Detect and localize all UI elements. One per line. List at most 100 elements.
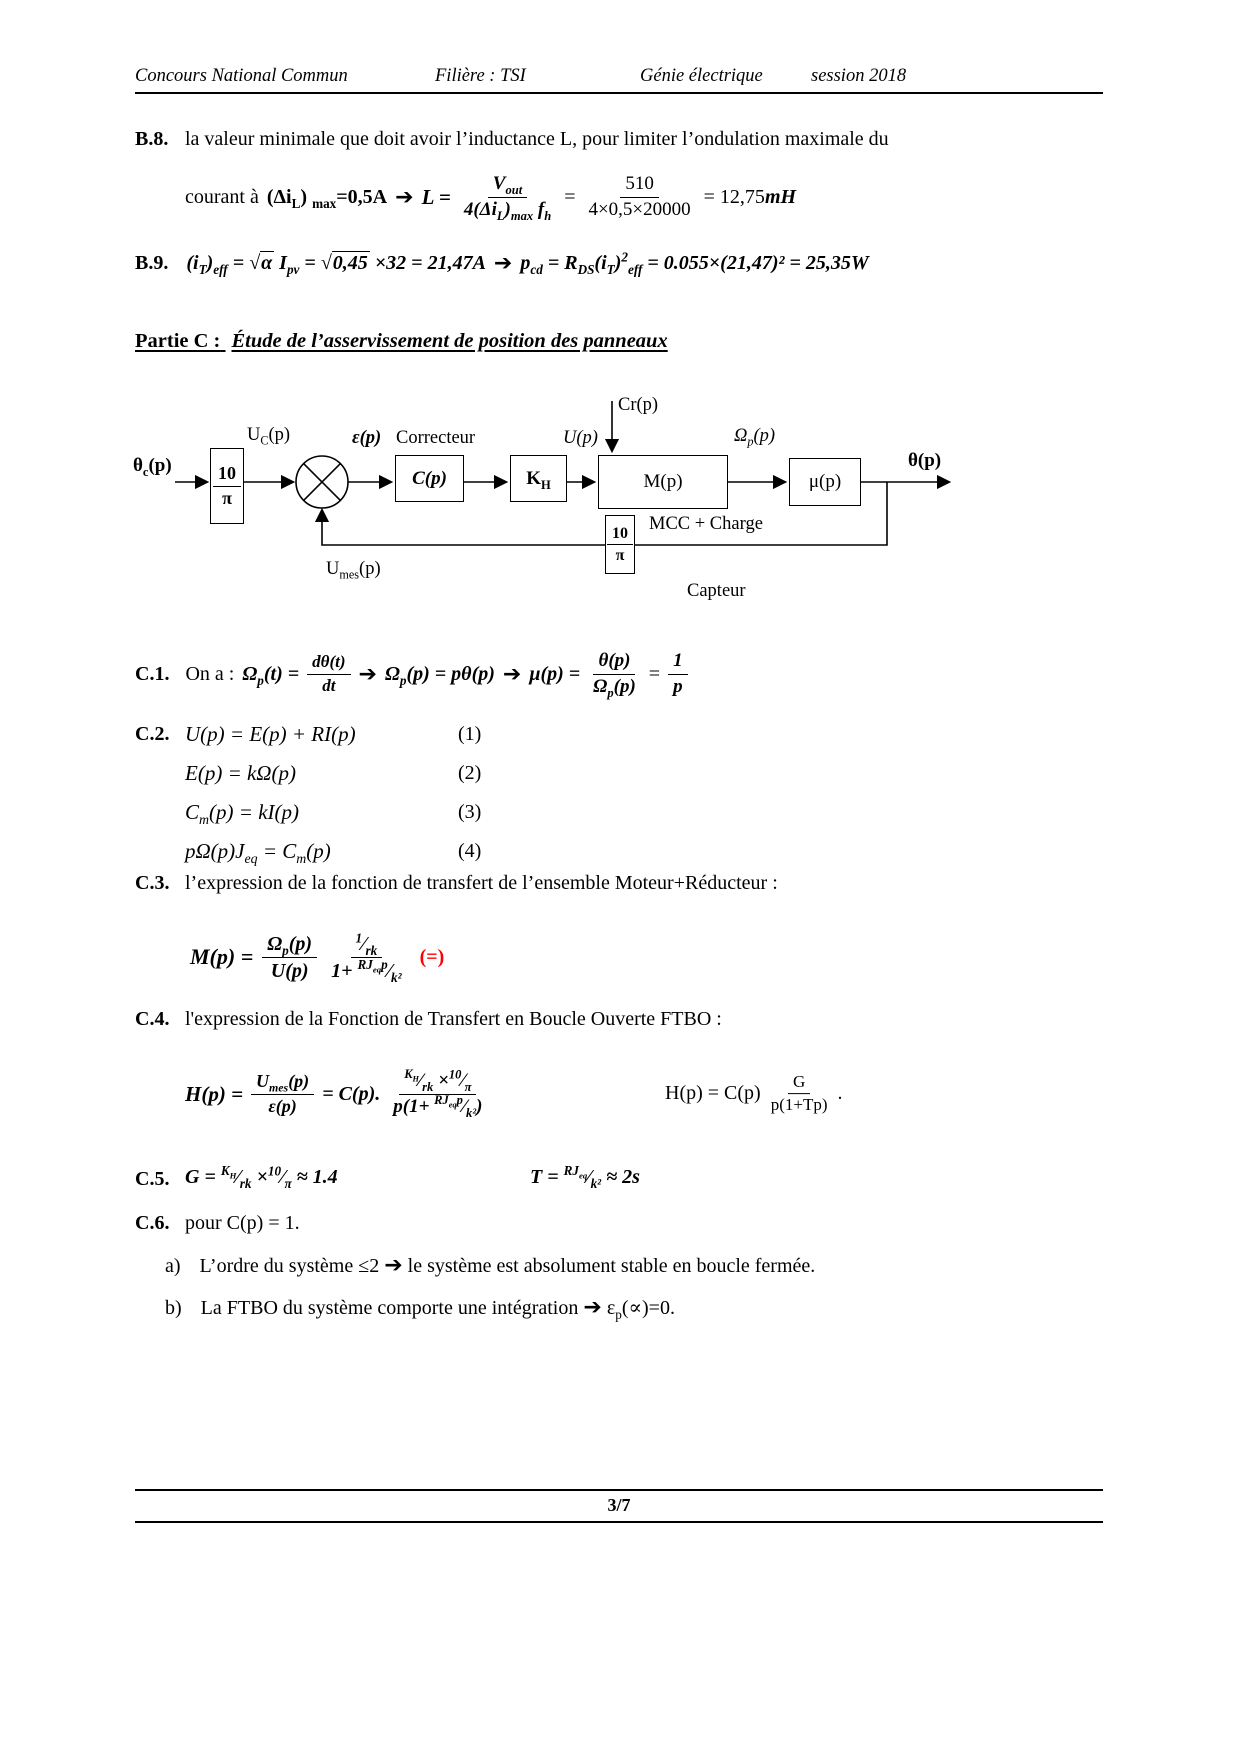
c2-equation-2: E(p) = kΩ(p) xyxy=(185,761,296,785)
c5-time-constant-formula: T = RJeq⁄k² ≈ 2s xyxy=(530,1163,640,1191)
page-content: Concours National Commun Filière : TSI G… xyxy=(133,0,1103,1754)
error-signal-label: ε(p) xyxy=(352,428,382,448)
integrator-label: μ(p) xyxy=(808,471,842,492)
input-signal-label: θc(p) xyxy=(133,455,172,479)
c1-intro: On a : xyxy=(185,662,235,685)
umes-signal-label: Umes(p) xyxy=(326,559,381,582)
section-b9: B.9. (iT)eff = √α Ipv = √0,45 ×32 = 21,4… xyxy=(135,240,1103,286)
fraction-denominator: p(1+ RJeqp⁄k²) xyxy=(393,1093,483,1120)
question-label-c2: C.2. xyxy=(135,723,170,745)
fraction-denominator: 4(ΔiL)max fh xyxy=(463,198,552,223)
fraction-denominator: p(1+Tp) xyxy=(770,1095,828,1115)
gain-numerator: 10 xyxy=(213,463,241,487)
equals-sign: = xyxy=(564,185,576,208)
arrow-icon: ➔ xyxy=(395,184,414,210)
fraction-denominator: 4×0,5×20000 xyxy=(588,198,691,220)
arrow-icon: ➔ xyxy=(583,1295,602,1320)
question-label-c6: C.6. xyxy=(135,1212,170,1234)
fraction-denominator: Ωp(p) xyxy=(593,675,636,700)
c6-item-b: b) La FTBO du système comporte une intég… xyxy=(165,1295,675,1322)
b8-result: = 12,75mH xyxy=(703,185,797,208)
kh-block: KH xyxy=(510,455,567,502)
section-c2: C.2. U(p) = E(p) + RI(p) (1) E(p) = kΩ(p… xyxy=(135,720,1103,878)
kh-label: KH xyxy=(526,467,551,492)
diagram-wires xyxy=(175,401,952,546)
sensor-numerator: 10 xyxy=(607,524,633,545)
gain-denominator: π xyxy=(222,487,232,508)
sensor-gain-block: 10 π xyxy=(605,515,635,574)
section-b8: B.8. la valeur minimale que doit avoir l… xyxy=(135,122,1103,234)
c3-formula-line: M(p) = Ωp(p) U(p) 1⁄rk 1+ RJeqp⁄k² (=) xyxy=(190,912,444,1002)
section-c3: C.3. l’expression de la fonction de tran… xyxy=(135,872,1103,1007)
input-gain-block: 10 π xyxy=(210,448,244,524)
item-b-conclusion: εp(∝)=0. xyxy=(601,1297,675,1322)
b8-fraction-symbolic: Vout 4(ΔiL)max fh xyxy=(459,173,556,222)
arrow-icon: ➔ xyxy=(384,1253,403,1278)
c6-text: pour C(p) = 1. xyxy=(185,1212,300,1234)
equation-row: E(p) = kΩ(p) (2) xyxy=(185,761,685,791)
b8-condition: (ΔiL) max=0,5A xyxy=(266,185,388,211)
correcteur-caption: Correcteur xyxy=(396,428,476,448)
section-c4: C.4. l'expression de la Fonction de Tran… xyxy=(135,1008,1103,1148)
arrow-icon: ➔ xyxy=(493,250,513,276)
c4-main-fraction: KH⁄rk ×10⁄π p(1+ RJeqp⁄k²) xyxy=(388,1068,487,1120)
question-label-c4: C.4. xyxy=(135,1008,170,1030)
b8-text-line1: la valeur minimale que doit avoir l’indu… xyxy=(185,128,889,150)
equation-row: U(p) = E(p) + RI(p) (1) xyxy=(185,722,685,752)
fraction-numerator: 1 xyxy=(668,650,688,675)
b9-formula-power: pcd = RDS(iT)2eff = 0.055×(21,47)² = 25,… xyxy=(520,248,869,277)
disturbance-label: Cr(p) xyxy=(618,395,659,415)
b8-text-line2: courant à xyxy=(185,185,259,208)
c3-red-check-mark: (=) xyxy=(419,945,445,968)
c5-gain-formula: G = KH⁄rk ×10⁄π ≈ 1.4 xyxy=(185,1163,338,1191)
fraction-numerator: Vout xyxy=(487,173,528,198)
page-number: 3/7 xyxy=(607,1495,631,1515)
fraction-numerator: θ(p) xyxy=(593,650,636,675)
corrector-block: C(p) xyxy=(395,455,464,502)
partie-c-title: Étude de l’asservissement de position de… xyxy=(231,330,668,352)
c2-equation-4: pΩ(p)Jeq = Cm(p) xyxy=(185,839,331,867)
c6-item-a: a) L’ordre du système ≤2 ➔ le système es… xyxy=(165,1253,815,1278)
fraction-numerator: dθ(t) xyxy=(307,652,351,675)
b8-formula-line: courant à (ΔiL) max=0,5A ➔ L = Vout 4(Δi… xyxy=(185,166,796,228)
partie-c-heading: Partie C : Étude de l’asservissement de … xyxy=(135,330,668,353)
item-a-text: L’ordre du système ≤2 xyxy=(199,1255,385,1277)
fraction-denominator: U(p) xyxy=(270,959,309,982)
section-c5: C.5. G = KH⁄rk ×10⁄π ≈ 1.4 T = RJeq⁄k² ≈… xyxy=(135,1156,1103,1208)
fraction-numerator: 510 xyxy=(620,173,659,198)
item-b-label: b) xyxy=(165,1297,182,1319)
section-c6: C.6. pour C(p) = 1. a) L’ordre du systèm… xyxy=(135,1212,1103,1332)
item-b-text: La FTBO du système comporte une intégrat… xyxy=(200,1297,584,1319)
question-label-c3: C.3. xyxy=(135,872,170,894)
c1-derivative-fraction: dθ(t) dt xyxy=(307,652,351,696)
block-diagram: 10 π C(p) KH M(p) μ(p) 10 π θc(p) UC(p) … xyxy=(133,395,1103,610)
item-a-label: a) xyxy=(165,1255,181,1277)
c2-equation-1: U(p) = E(p) + RI(p) xyxy=(185,722,356,746)
question-label-c1: C.1. xyxy=(135,662,170,685)
fraction-numerator: 1⁄rk xyxy=(350,931,383,958)
motor-label: M(p) xyxy=(643,471,683,492)
c4-g-fraction: G p(1+Tp) xyxy=(766,1072,833,1116)
sensor-denominator: π xyxy=(615,547,625,564)
header-exam-name: Concours National Commun xyxy=(135,66,348,86)
mcc-charge-caption: MCC + Charge xyxy=(649,514,763,534)
c4-simplified-formula: H(p) = C(p) G p(1+Tp) . xyxy=(665,1072,843,1116)
question-label-c5: C.5. xyxy=(135,1168,170,1190)
fraction-denominator: ε(p) xyxy=(268,1095,297,1116)
section-c1: C.1. On a : Ωp(t) = dθ(t) dt ➔ Ωp(p) = p… xyxy=(135,645,1103,703)
header-filiere: Filière : TSI xyxy=(435,66,526,86)
equation-number: (1) xyxy=(458,723,482,745)
sensor-fraction: 10 π xyxy=(607,524,633,565)
feedback-wire xyxy=(314,482,888,546)
c4-formula-line: H(p) = Umes(p) ε(p) = C(p). KH⁄rk ×10⁄π … xyxy=(185,1044,1103,1144)
equals-sign: = xyxy=(648,662,661,685)
fraction-numerator: Umes(p) xyxy=(251,1071,315,1095)
header-subject: Génie électrique xyxy=(640,66,763,86)
uc-signal-label: UC(p) xyxy=(247,425,291,448)
question-label-b9: B.9. xyxy=(135,251,169,274)
integrator-block: μ(p) xyxy=(789,458,861,506)
question-label-b8: B.8. xyxy=(135,128,169,150)
capteur-caption: Capteur xyxy=(687,581,746,601)
b9-formula-current: (iT)eff = √α Ipv = √0,45 ×32 = 21,47A xyxy=(186,250,486,277)
